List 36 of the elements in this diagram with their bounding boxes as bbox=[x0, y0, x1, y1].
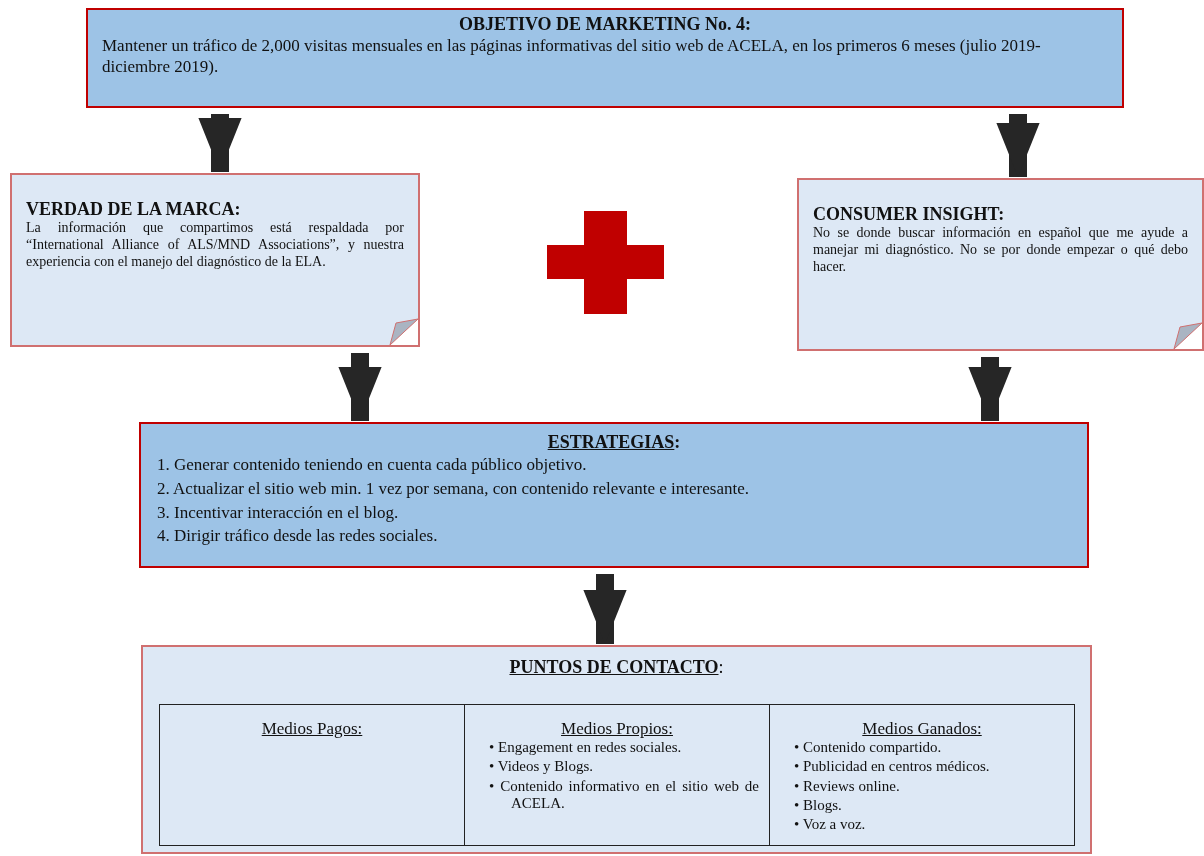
body-text: La información que compartimos está respaldada por “International Alliance of ALS/MND Associations”, y nuestra experiencia con el manejo del diagnóstico de la ELA. bbox=[25, 220, 405, 271]
list-item: • Contenido informativo en el sitio web de ACELA. bbox=[489, 777, 759, 812]
list-item: 1. Generar contenido teniendo en cuenta cada público objetivo. bbox=[156, 454, 588, 476]
heading: ESTRATEGIAS: bbox=[546, 432, 682, 453]
objective-box bbox=[86, 8, 1124, 108]
list-item: 2. Actualizar el sitio web min. 1 vez por semana, con contenido relevante e interesante. bbox=[156, 477, 750, 500]
list-item: • Contenido compartido. bbox=[794, 739, 943, 757]
contact-panel bbox=[141, 645, 1092, 854]
note-card bbox=[10, 173, 420, 347]
heading: PUNTOS DE CONTACTO: bbox=[508, 657, 725, 678]
list-item: • Voz a voz. bbox=[794, 816, 867, 834]
table-cell bbox=[769, 704, 1075, 846]
list-item: 4. Dirigir tráfico desde las redes sociales. bbox=[156, 525, 439, 548]
body-text: Mantener un tráfico de 2,000 visitas mensuales en las páginas informativas del sitio web de ACELA, en los primeros 6 meses (julio 2019-diciembre 2019). bbox=[101, 35, 1042, 78]
list-item: • Blogs. bbox=[794, 796, 843, 814]
block-arrow bbox=[338, 353, 382, 421]
heading: Medios Ganados: bbox=[861, 719, 983, 739]
note-card bbox=[797, 178, 1204, 351]
heading: Medios Pagos: bbox=[260, 719, 364, 739]
block-arrow bbox=[996, 114, 1040, 177]
heading: VERDAD DE LA MARCA: bbox=[26, 199, 242, 220]
list-item: • Videos y Blogs. bbox=[489, 758, 595, 776]
strategy-box bbox=[139, 422, 1089, 568]
list-item: • Engagement en redes sociales. bbox=[489, 739, 683, 757]
table-cell bbox=[464, 704, 770, 846]
list-item: • Publicidad en centros médicos. bbox=[794, 758, 991, 776]
block-arrow bbox=[968, 357, 1012, 421]
list-item: • Reviews online. bbox=[794, 777, 901, 795]
table-cell bbox=[159, 704, 465, 846]
block-arrow bbox=[198, 114, 242, 172]
heading: OBJETIVO DE MARKETING No. 4: bbox=[457, 14, 753, 35]
block-arrow bbox=[583, 574, 627, 644]
heading: Medios Propios: bbox=[560, 719, 674, 739]
body-text: No se donde buscar información en español que me ayude a manejar mi diagnóstico. No se por donde empezar o qué debo hacer. bbox=[812, 225, 1189, 276]
heading: CONSUMER INSIGHT: bbox=[813, 204, 1006, 225]
list-item: 3. Incentivar interacción en el blog. bbox=[156, 501, 400, 524]
